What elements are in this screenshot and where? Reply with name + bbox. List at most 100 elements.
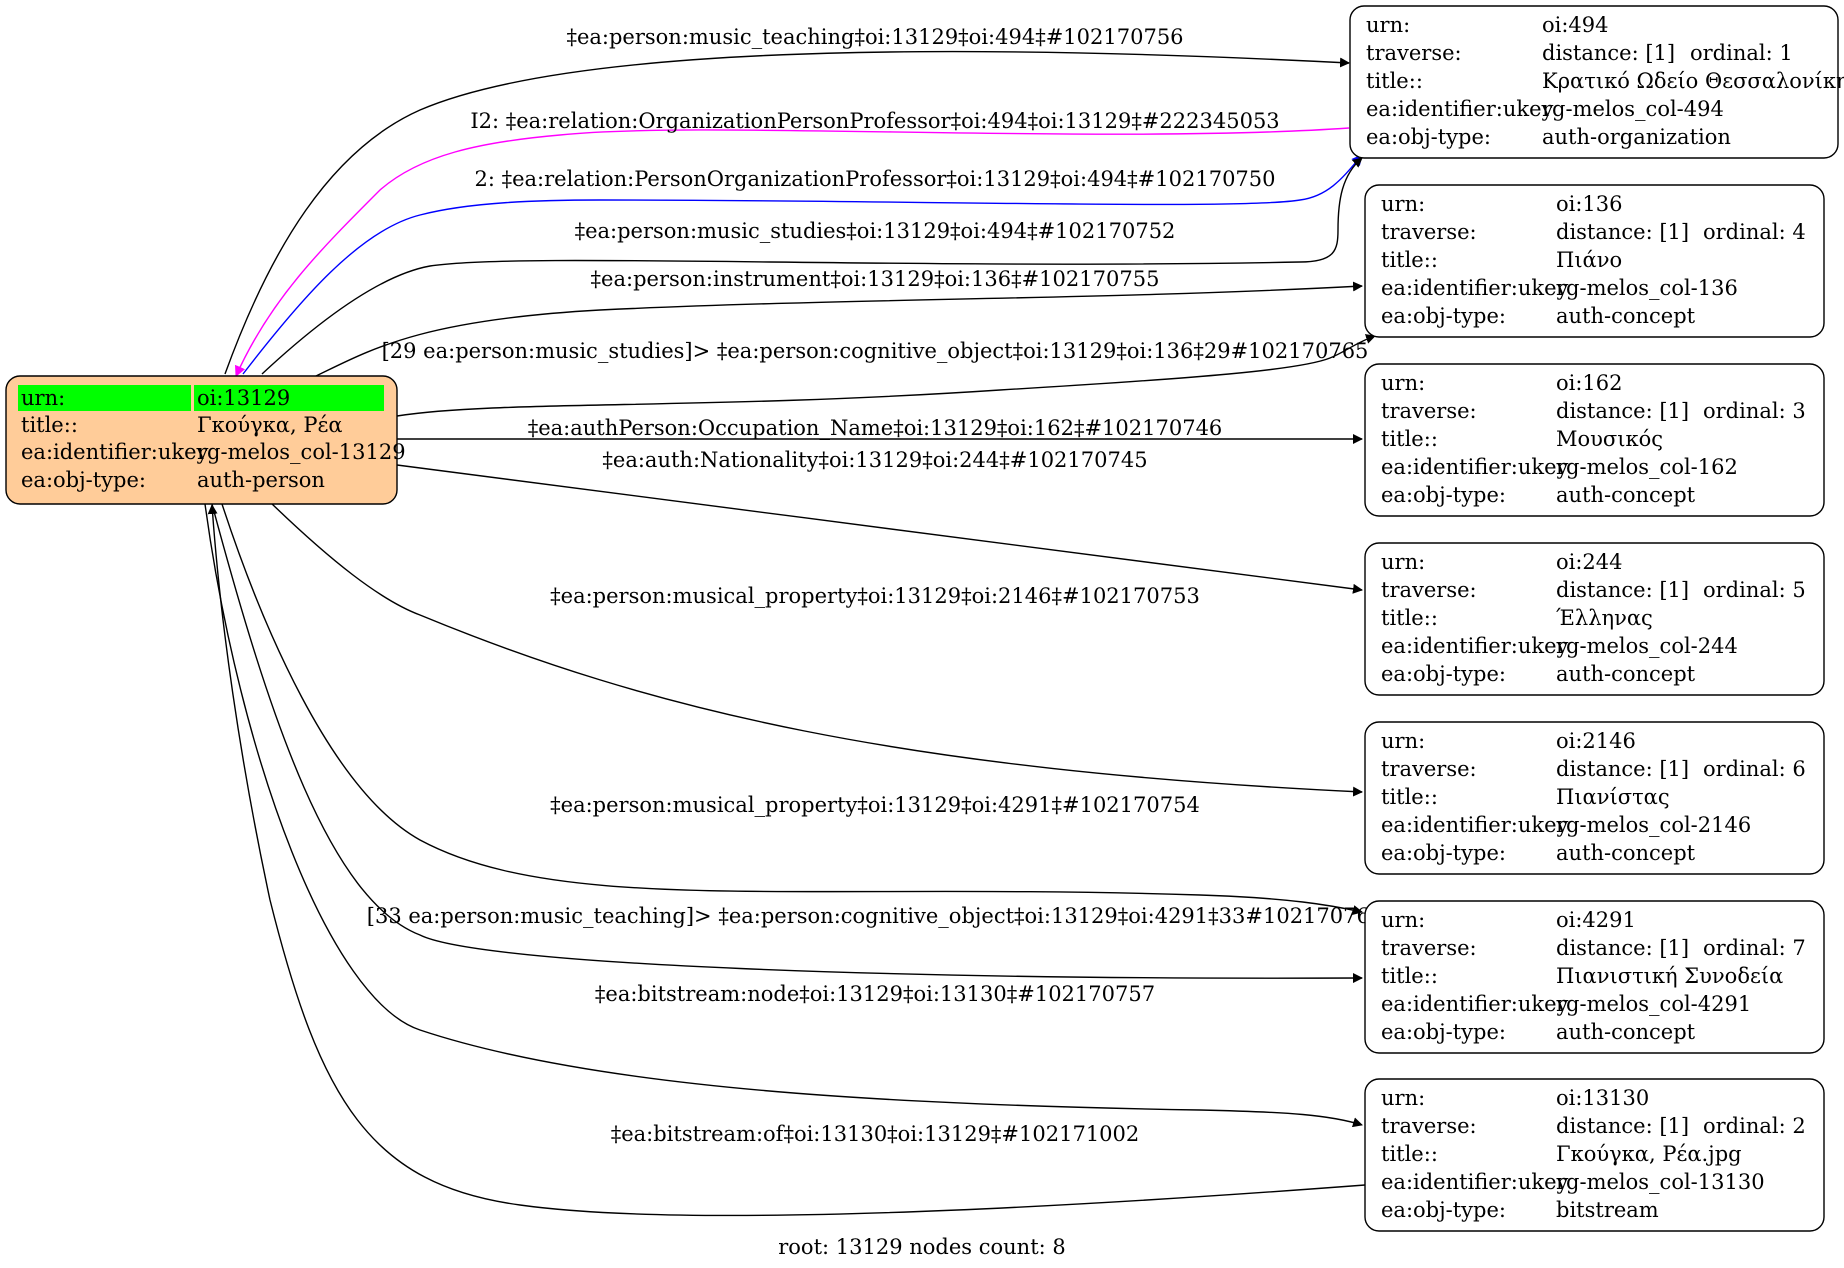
node-obj-type: auth-concept [1556,304,1696,328]
root-urn-key-highlight [18,385,191,411]
root-node[interactable]: urn: oi:13129 title:: Γκούγκα, Ρέα ea:id… [5,375,406,505]
node-urn: oi:136 [1556,192,1623,216]
edge-person-org-professor[interactable] [242,154,1363,375]
node-key: urn: [1381,729,1425,753]
node-distance: distance: [1] [1556,757,1689,781]
edge-bitstream-node-13130[interactable] [204,503,1363,1128]
node-oi-2146[interactable]: urn: oi:2146 traverse: distance: [1] ord… [1364,721,1825,875]
node-urn: oi:162 [1556,371,1623,395]
edge-cognitive-object-4291[interactable] [211,503,1363,984]
edge-label: ‡ea:authPerson:Occupation_Name‡oi:13129‡… [528,416,1223,440]
node-ukey: rg-melos_col-2146 [1556,813,1751,837]
edge-instrument-136[interactable] [315,281,1363,377]
node-key: ea:identifier:ukey [1381,992,1569,1016]
node-ukey: rg-melos_col-494 [1542,97,1724,121]
root-row-value: Γκούγκα, Ρέα [197,413,343,437]
edge-label: I2: ‡ea:relation:OrganizationPersonProfe… [470,109,1279,133]
node-key: traverse: [1381,399,1477,423]
edge-org-person-professor[interactable] [235,127,1350,378]
node-frame [1364,542,1825,696]
node-obj-type: auth-organization [1542,125,1731,149]
edge-label: ‡ea:bitstream:node‡oi:13129‡oi:13130‡#10… [595,982,1155,1006]
node-oi-244[interactable]: urn: oi:244 traverse: distance: [1] ordi… [1364,542,1825,696]
node-oi-162[interactable]: urn: oi:162 traverse: distance: [1] ordi… [1364,363,1825,517]
node-key: ea:obj-type: [1381,1198,1506,1222]
edge-label: ‡ea:person:music_studies‡oi:13129‡oi:494… [575,219,1176,243]
node-key: urn: [1381,1086,1425,1110]
node-title: Κρατικό Ωδείο Θεσσαλονίκης [1542,69,1844,93]
node-urn: oi:4291 [1556,908,1636,932]
node-key: title:: [1381,1142,1438,1166]
node-title: Μουσικός [1556,427,1663,451]
root-row-value: auth-person [197,468,325,492]
node-oi-13130[interactable]: urn: oi:13130 traverse: distance: [1] or… [1364,1078,1825,1232]
node-oi-4291[interactable]: urn: oi:4291 traverse: distance: [1] ord… [1364,900,1825,1054]
node-key: title:: [1381,785,1438,809]
node-key: traverse: [1381,220,1477,244]
edge-label: ‡ea:bitstream:of‡oi:13130‡oi:13129‡#1021… [611,1122,1140,1146]
node-key: title:: [1381,248,1438,272]
node-ordinal: ordinal: 4 [1703,220,1806,244]
edge-label: 2: ‡ea:relation:PersonOrganizationProfes… [474,167,1275,191]
node-key: ea:obj-type: [1366,125,1491,149]
node-key: ea:identifier:ukey [1381,276,1569,300]
edge-label: ‡ea:person:instrument‡oi:13129‡oi:136‡#1… [591,267,1160,291]
node-ukey: rg-melos_col-162 [1556,455,1738,479]
node-key: ea:identifier:ukey [1381,813,1569,837]
node-oi-136[interactable]: urn: oi:136 traverse: distance: [1] ordi… [1364,184,1825,338]
node-oi-494[interactable]: urn: oi:494 traverse: distance: [1] ordi… [1349,5,1844,159]
node-distance: distance: [1] [1556,1114,1689,1138]
node-distance: distance: [1] [1542,41,1675,65]
node-title: Πιανιστική Συνοδεία [1556,964,1783,988]
edge-bitstream-of-13130[interactable] [207,504,1366,1217]
edge-nationality-244[interactable] [396,464,1363,594]
node-ukey: rg-melos_col-244 [1556,634,1738,658]
node-frame [1349,5,1839,159]
edge-label: [29 ea:person:music_studies]> ‡ea:person… [382,339,1369,363]
node-key: urn: [1366,13,1410,37]
node-key: traverse: [1381,578,1477,602]
node-key: ea:identifier:ukey [1381,1170,1569,1194]
root-row-value: rg-melos_col-13129 [197,440,406,464]
graph-footer: root: 13129 nodes count: 8 [778,1235,1066,1259]
node-key: title:: [1381,964,1438,988]
edge-label: ‡ea:person:musical_property‡oi:13129‡oi:… [550,793,1200,817]
edge-musical-property-2146[interactable] [269,501,1363,797]
node-key: urn: [1381,371,1425,395]
node-frame [1364,1078,1825,1232]
node-obj-type: auth-concept [1556,841,1696,865]
node-key: ea:obj-type: [1381,1020,1506,1044]
node-urn: oi:13130 [1556,1086,1649,1110]
node-ukey: rg-melos_col-4291 [1556,992,1751,1016]
node-ordinal: ordinal: 3 [1703,399,1806,423]
node-ordinal: ordinal: 1 [1690,41,1793,65]
node-key: ea:obj-type: [1381,841,1506,865]
node-ordinal: ordinal: 7 [1703,936,1806,960]
node-urn: oi:244 [1556,550,1623,574]
edge-music-studies-494[interactable] [261,157,1363,375]
node-key: title:: [1381,606,1438,630]
node-obj-type: auth-concept [1556,662,1696,686]
node-key: urn: [1381,192,1425,216]
node-key: ea:obj-type: [1381,483,1506,507]
root-row-key: title:: [21,413,78,437]
node-obj-type: auth-concept [1556,1020,1696,1044]
node-key: ea:obj-type: [1381,304,1506,328]
node-distance: distance: [1] [1556,936,1689,960]
node-title: Γκούγκα, Ρέα.jpg [1556,1142,1742,1166]
edge-label: ‡ea:auth:Nationality‡oi:13129‡oi:244‡#10… [602,448,1147,472]
node-key: ea:identifier:ukey [1381,634,1569,658]
edge-musical-property-4291[interactable] [221,503,1363,915]
edge-cognitive-object-136[interactable] [396,334,1376,417]
edge-music-teaching-494[interactable] [224,50,1350,375]
node-ordinal: ordinal: 5 [1703,578,1806,602]
node-title: Έλληνας [1556,606,1653,630]
root-row-key: urn: [21,386,65,410]
edges [204,50,1376,1217]
node-key: title:: [1381,427,1438,451]
node-key: ea:identifier:ukey [1366,97,1554,121]
root-urn-value-highlight [194,385,384,411]
edge-label: ‡ea:person:musical_property‡oi:13129‡oi:… [550,584,1200,608]
node-key: traverse: [1366,41,1462,65]
